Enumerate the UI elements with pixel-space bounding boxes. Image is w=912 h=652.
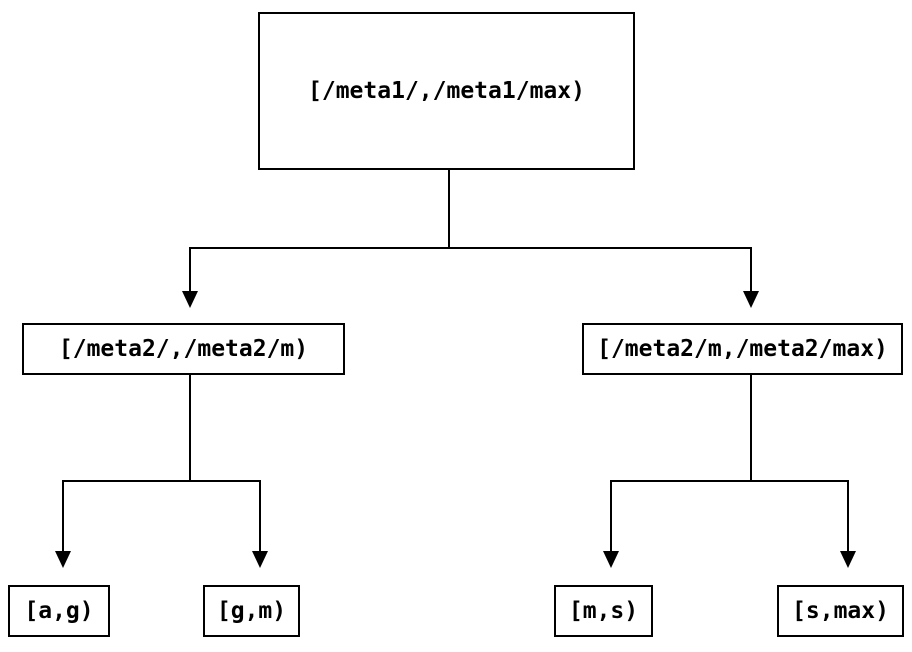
arrow-down-icon	[840, 551, 856, 568]
tree-node-leaf-smax: [s,max)	[777, 585, 904, 637]
arrow-down-icon	[603, 551, 619, 568]
tree-node-label: [s,max)	[792, 598, 889, 624]
arrow-down-icon	[252, 551, 268, 568]
tree-node-label: [a,g)	[24, 598, 94, 624]
arrow-down-icon	[182, 291, 198, 308]
arrow-down-icon	[743, 291, 759, 308]
tree-node-leaf-ag: [a,g)	[8, 585, 110, 637]
tree-node-label: [/meta2/m,/meta2/max)	[597, 336, 888, 362]
tree-node-label: [/meta2/,/meta2/m)	[58, 336, 309, 362]
arrow-down-icon	[55, 551, 71, 568]
tree-node-leaf-gm: [g,m)	[203, 585, 300, 637]
tree-node-root: [/meta1/,/meta1/max)	[258, 12, 635, 170]
tree-node-meta2-high: [/meta2/m,/meta2/max)	[582, 323, 903, 375]
tree-node-meta2-low: [/meta2/,/meta2/m)	[22, 323, 345, 375]
tree-node-label: [/meta1/,/meta1/max)	[308, 78, 585, 104]
tree-node-label: [g,m)	[216, 598, 287, 624]
tree-node-label: [m,s)	[568, 598, 639, 624]
tree-node-leaf-ms: [m,s)	[554, 585, 653, 637]
